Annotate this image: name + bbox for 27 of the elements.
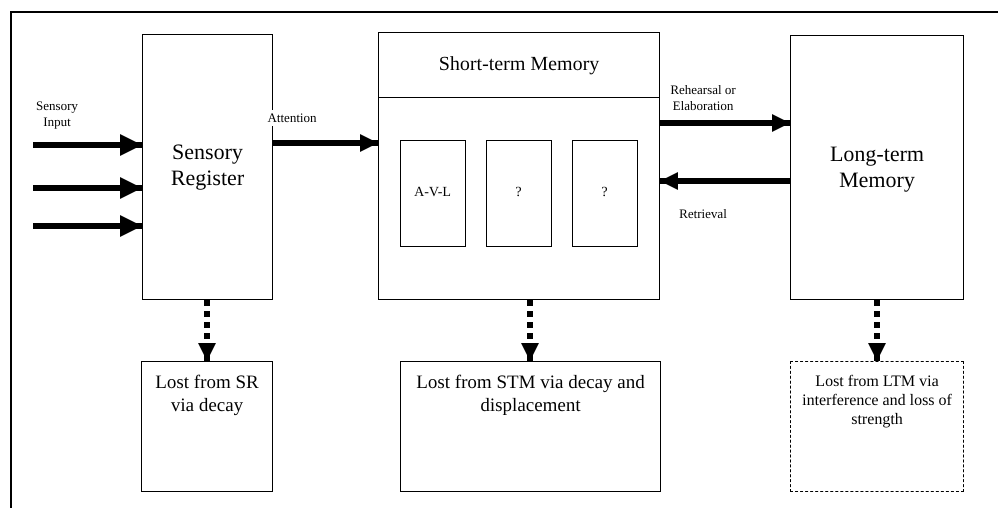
arrow (33, 177, 142, 199)
arrow (33, 215, 142, 237)
arrow (660, 114, 790, 132)
dotted-arrow (521, 300, 539, 361)
node-label: Long-term Memory (828, 141, 926, 194)
edge-label: Attention (267, 110, 317, 126)
arrow (273, 134, 378, 152)
process-box (790, 35, 964, 300)
node-label: Sensory Register (170, 139, 246, 192)
dashed-box (790, 361, 964, 492)
dotted-arrow (198, 300, 216, 361)
process-box (486, 140, 552, 246)
node-label: ? (600, 184, 609, 202)
node-label: Lost from SR via decay (154, 372, 260, 418)
node-label: Lost from LTM via interference and loss of strength (802, 372, 952, 430)
process-box (572, 140, 638, 246)
node-label: ? (514, 184, 523, 202)
process-box (141, 361, 273, 492)
process-box (400, 361, 661, 492)
memory-store-box (378, 32, 660, 300)
process-box (400, 140, 466, 246)
arrow (660, 172, 790, 190)
dotted-arrow (868, 300, 886, 361)
node-label: A-V-L (413, 184, 452, 202)
node-label: Short-term Memory (379, 33, 659, 98)
arrow (33, 134, 142, 156)
node-label: Lost from STM via decay and displacement (415, 372, 646, 418)
